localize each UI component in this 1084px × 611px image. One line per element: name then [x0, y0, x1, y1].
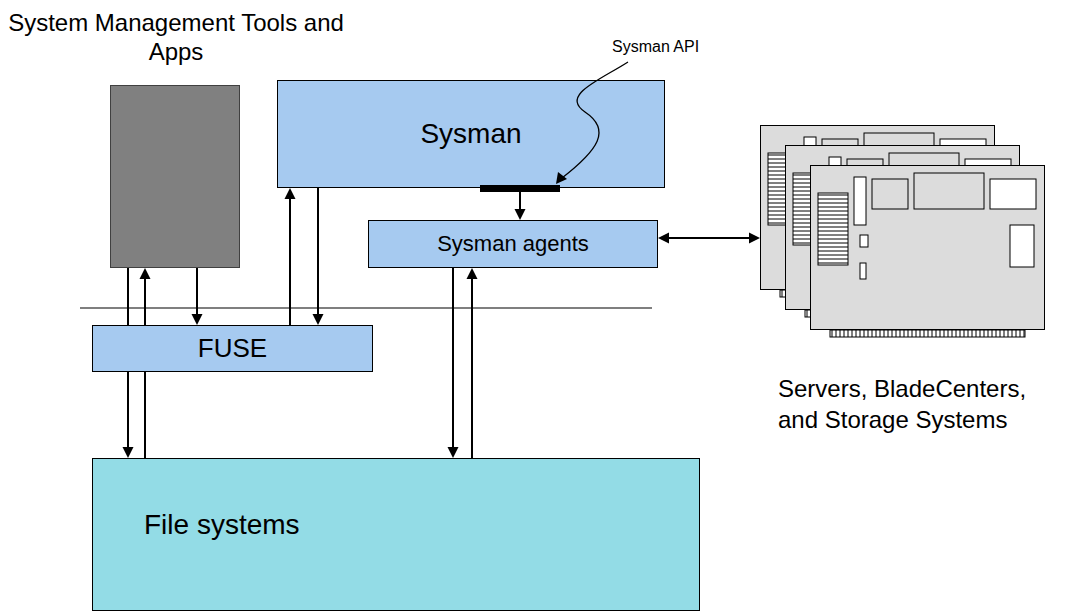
connector-arrow [285, 188, 296, 325]
node-label: File systems [144, 509, 300, 541]
node-label: Sysman agents [437, 231, 589, 257]
arrowhead [285, 188, 296, 199]
connector-arrow [192, 268, 203, 325]
connector-line [196, 268, 198, 316]
separator-line [80, 307, 652, 308]
arrowhead [313, 314, 324, 325]
api-label: Sysman API [612, 38, 699, 56]
sysman-box: Sysman [277, 80, 665, 188]
filesystem-box: File systems [92, 458, 700, 611]
arrowhead [467, 268, 478, 279]
arrowhead [192, 314, 203, 325]
connector-line [471, 277, 473, 458]
connector-arrow [448, 268, 459, 458]
arrowhead [123, 447, 134, 458]
connector-line [452, 268, 454, 449]
fuse-box: FUSE [92, 325, 373, 372]
connector-line [519, 188, 521, 211]
agents-box: Sysman agents [368, 220, 658, 268]
node-label: Servers, BladeCenters, and Storage Syste… [778, 373, 1048, 435]
arrowhead [140, 268, 151, 279]
connector-arrow [515, 188, 526, 220]
connector-line [289, 197, 291, 325]
arrowhead [658, 233, 669, 244]
arrowhead [515, 209, 526, 220]
node-label: System Management Tools and Apps [1, 8, 351, 66]
connector-line [667, 237, 751, 239]
node-label: FUSE [198, 333, 267, 364]
connector-arrow [313, 188, 324, 325]
node-label: Sysman [420, 118, 521, 150]
connector-arrow [658, 233, 760, 244]
server-illustration [760, 125, 1052, 339]
arrowhead [448, 447, 459, 458]
connector-line [317, 188, 319, 316]
arrowhead [749, 233, 760, 244]
connector-arrow [467, 268, 478, 458]
hardware-group: Servers, BladeCenters, and Storage Syste… [755, 120, 1065, 480]
tool-box: System Management Tools and Apps [110, 85, 240, 268]
